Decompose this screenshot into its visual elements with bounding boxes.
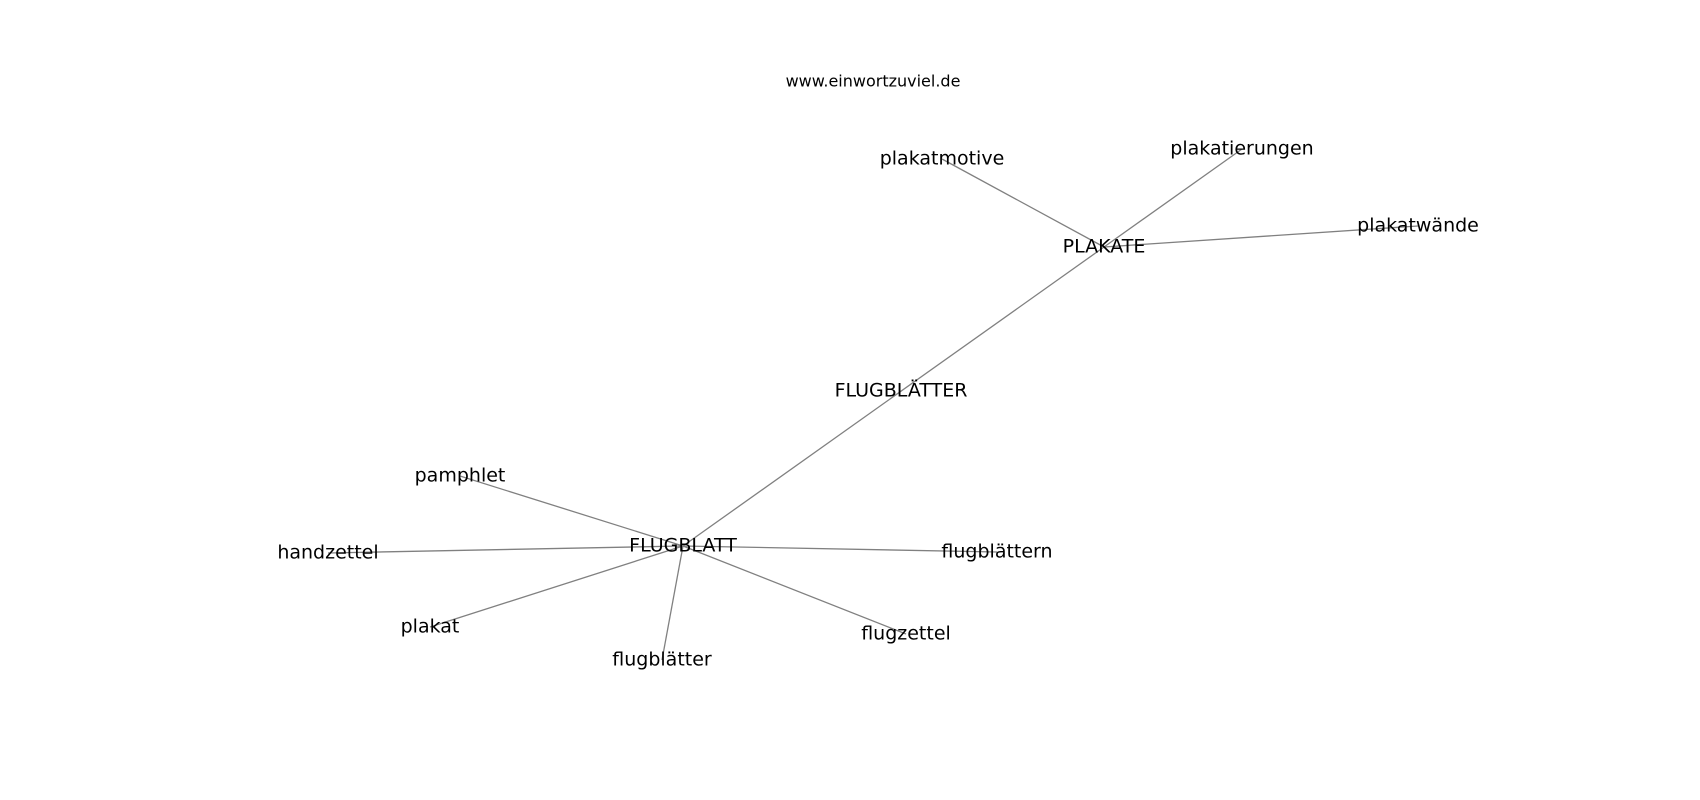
node-label: plakatmotive [880,148,1005,170]
node-label: FLUGBLATT [629,535,737,557]
site-watermark: www.einwortzuviel.de [786,72,961,91]
edge-1 [941,158,1105,248]
node-label: flugzettel [861,623,951,645]
edge-0 [682,246,1105,547]
edge-7 [661,545,684,661]
node-label: handzettel [277,542,378,564]
node-label: plakatwände [1357,215,1479,237]
edge-8 [682,545,907,635]
edge-2 [1103,148,1243,248]
nodes-layer: FLUGBLATT FLUGBLÄTTER PLAKATE plakatmotive p… [277,138,1479,671]
node-label: plakat [401,616,460,638]
edge-6 [429,545,684,628]
node-label: FLUGBLÄTTER [835,379,968,402]
edges-layer [327,148,1419,661]
edge-3 [1103,225,1419,248]
edge-5 [327,545,684,554]
edge-4 [459,475,684,547]
edge-9 [682,545,998,553]
node-label: PLAKATE [1063,236,1146,258]
node-label: pamphlet [415,465,506,487]
node-label: plakatierungen [1170,138,1313,160]
node-label: flugblättern [941,541,1052,563]
node-label: flugblätter [612,649,712,671]
